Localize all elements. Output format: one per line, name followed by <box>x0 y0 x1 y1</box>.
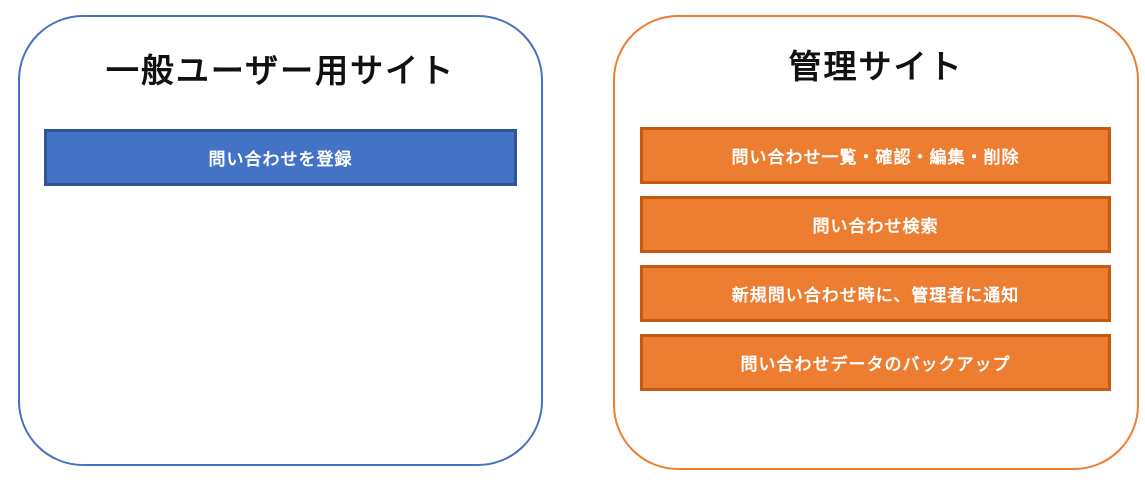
general-user-site-feature-list: 問い合わせを登録 <box>44 129 517 186</box>
admin-site-feature-list: 問い合わせ一覧・確認・編集・削除 問い合わせ検索 新規問い合わせ時に、管理者に通… <box>640 127 1111 391</box>
feature-box-label: 問い合わせ検索 <box>812 217 939 236</box>
feature-box-inquiry-list-confirm-edit-delete: 問い合わせ一覧・確認・編集・削除 <box>640 127 1111 184</box>
feature-box-notify-admin-on-new-inquiry: 新規問い合わせ時に、管理者に通知 <box>640 265 1111 322</box>
feature-box-label: 新規問い合わせ時に、管理者に通知 <box>731 286 1020 305</box>
feature-box-inquiry-data-backup: 問い合わせデータのバックアップ <box>640 334 1111 391</box>
admin-site-panel: 管理サイト 問い合わせ一覧・確認・編集・削除 問い合わせ検索 新規問い合わせ時に… <box>613 15 1139 470</box>
general-user-site-panel: 一般ユーザー用サイト 問い合わせを登録 <box>18 15 543 466</box>
feature-box-register-inquiry: 問い合わせを登録 <box>44 129 517 186</box>
feature-box-label: 問い合わせデータのバックアップ <box>740 355 1011 374</box>
feature-box-inquiry-search: 問い合わせ検索 <box>640 196 1111 253</box>
feature-box-label: 問い合わせを登録 <box>208 150 353 169</box>
admin-site-title: 管理サイト <box>788 48 964 85</box>
feature-box-label: 問い合わせ一覧・確認・編集・削除 <box>731 148 1020 167</box>
general-user-site-title: 一般ユーザー用サイト <box>105 52 456 89</box>
